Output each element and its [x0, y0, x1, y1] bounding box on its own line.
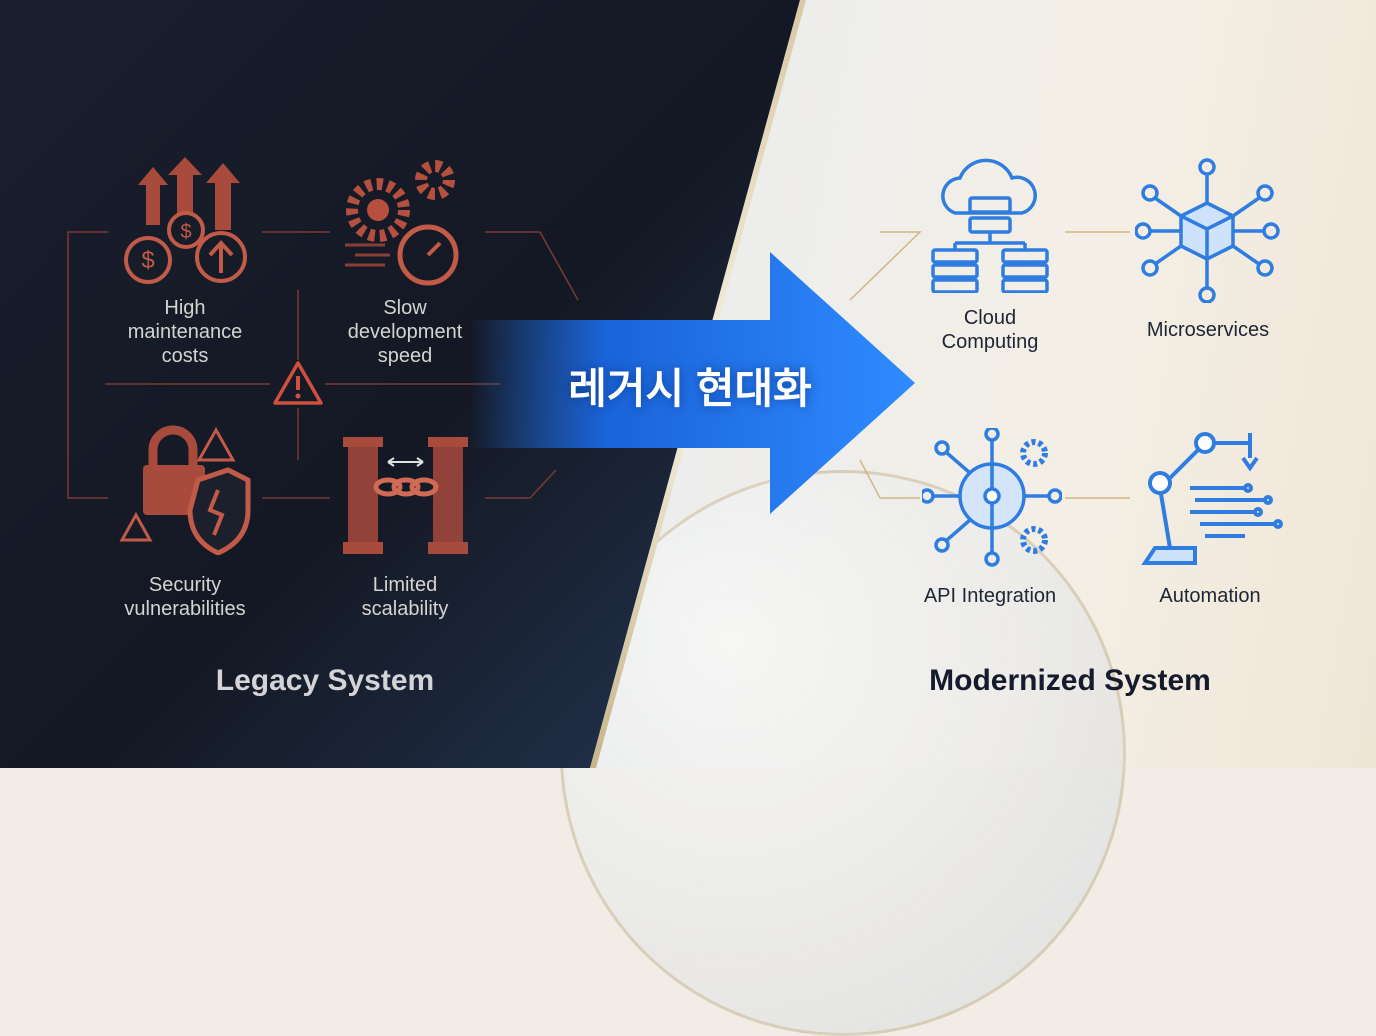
legacy-title: Legacy System [215, 664, 435, 697]
modern-item-api-integration: API Integration [890, 584, 1090, 608]
svg-text:$: $ [180, 221, 191, 243]
legacy-item-maintenance-costs: High maintenance costs [85, 296, 285, 368]
robot-arm-icon [1141, 432, 1283, 565]
legacy-item-scalability: Limited scalability [305, 573, 505, 621]
rising-cost-icon: $ $ [124, 157, 247, 284]
modern-item-microservices: Microservices [1108, 318, 1308, 342]
label-line: speed [377, 345, 433, 367]
chained-pillars-icon [343, 437, 468, 554]
modern-item-automation: Automation [1110, 584, 1310, 608]
label-line: Automation [1159, 585, 1261, 607]
label-line: costs [161, 345, 209, 367]
label-line: Limited [372, 574, 438, 596]
arrow-label: 레거시 현대화 [568, 365, 812, 412]
broken-lock-shield-icon [119, 425, 251, 555]
api-gears-icon [922, 428, 1062, 567]
label-line: development [347, 321, 463, 343]
label-line: Slow [383, 297, 427, 319]
cloud-servers-icon [931, 158, 1049, 293]
label-line: Microservices [1146, 319, 1270, 341]
microservices-cube-icon [1135, 158, 1280, 303]
label-line: Security [148, 574, 222, 596]
label-line: Cloud [963, 307, 1017, 329]
warning-icon [273, 361, 323, 405]
modern-title: Modernized System [929, 664, 1211, 697]
legacy-item-development-speed: Slow development speed [305, 296, 505, 368]
label-line: Computing [941, 331, 1039, 353]
modernization-arrow [470, 252, 915, 514]
label-line: vulnerabilities [124, 598, 246, 620]
modern-item-cloud: Cloud Computing [890, 306, 1090, 354]
label-line: High [164, 297, 206, 319]
label-line: scalability [361, 598, 449, 620]
modern-connector-lines [849, 231, 1130, 499]
label-line: API Integration [923, 585, 1057, 607]
legacy-item-security: Security vulnerabilities [85, 573, 285, 621]
gears-stopwatch-icon [345, 160, 459, 286]
label-line: maintenance [127, 321, 243, 343]
svg-text:$: $ [141, 247, 154, 274]
